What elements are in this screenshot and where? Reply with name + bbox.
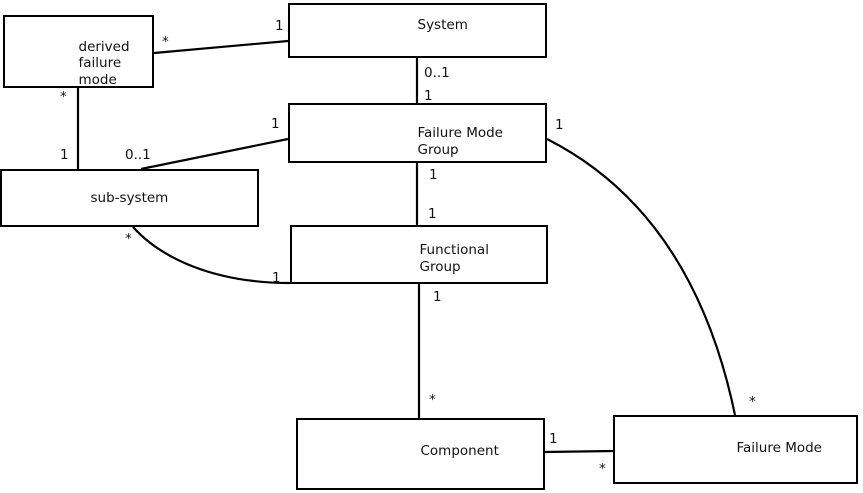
entity-label-line: System: [417, 16, 468, 33]
entity-label-line: Component: [420, 442, 499, 459]
entity-component-label: Component: [421, 443, 499, 460]
entity-failure-mode-label: Failure Mode: [737, 440, 823, 457]
connector-component-failure-mode: [544, 449, 614, 454]
entity-failure-mode-group: Failure Mode Group: [288, 103, 547, 163]
connector-sub-system-functional-group: [132, 226, 291, 285]
multiplicity-failure-mode-group-failure-mode-to: *: [749, 394, 756, 410]
entity-sub-system-label: sub-system: [91, 190, 169, 207]
entity-failure-mode-group-label: Failure Mode Group: [418, 125, 504, 158]
multiplicity-component-failure-mode-to: *: [599, 461, 606, 477]
multiplicity-failure-mode-group-failure-mode-from: 1: [555, 116, 564, 133]
entity-functional-group: Functional Group: [290, 225, 548, 284]
multiplicity-functional-group-component-to: *: [429, 391, 436, 408]
entity-label-line: sub-system: [90, 189, 169, 206]
entity-label-line: Failure Mode: [736, 440, 823, 456]
connector-sub-system-failure-mode-group: [140, 137, 289, 171]
multiplicity-sub-system-functional-group-from: *: [125, 231, 132, 247]
entity-system: System: [288, 3, 547, 58]
multiplicity-sub-system-functional-group-to: 1: [272, 269, 281, 286]
entity-label-line: Group: [419, 258, 461, 275]
multiplicity-derived-failure-mode-sub-system-from: *: [60, 89, 67, 105]
entity-label-line: mode: [78, 71, 117, 88]
entity-derived-failure-mode: derived failure mode: [3, 15, 154, 88]
multiplicity-failure-mode-group-functional-group-from: 1: [429, 166, 438, 183]
entity-label-line: Failure Mode: [417, 125, 504, 141]
entity-label-line: failure: [78, 55, 122, 71]
entity-failure-mode: Failure Mode: [613, 415, 858, 484]
entity-label-line: derived: [78, 38, 130, 55]
entity-component: Component: [296, 418, 545, 490]
multiplicity-system-failure-mode-group-from: 0..1: [424, 65, 450, 81]
multiplicity-functional-group-component-from: 1: [433, 288, 442, 305]
multiplicity-component-failure-mode-from: 1: [549, 430, 558, 447]
multiplicity-derived-failure-mode-sub-system-to: 1: [60, 147, 69, 163]
connector-derived-failure-mode-system: [153, 39, 289, 55]
multiplicity-failure-mode-group-functional-group-to: 1: [428, 205, 437, 222]
multiplicity-derived-failure-mode-system-from: *: [162, 34, 169, 50]
multiplicity-system-failure-mode-group-to: 1: [424, 87, 433, 104]
entity-label-line: Group: [417, 141, 459, 158]
multiplicity-sub-system-failure-mode-group-from: 0..1: [125, 147, 151, 163]
entity-system-label: System: [418, 17, 468, 34]
multiplicity-derived-failure-mode-system-to: 1: [275, 17, 284, 34]
entity-label-line: Functional: [419, 242, 489, 258]
connector-failure-mode-group-failure-mode: [546, 138, 737, 416]
entity-functional-group-label: Functional Group: [420, 242, 489, 275]
multiplicity-sub-system-failure-mode-group-to: 1: [271, 115, 280, 132]
entity-sub-system: sub-system: [0, 169, 259, 227]
entity-derived-failure-mode-label: derived failure mode: [79, 39, 130, 89]
